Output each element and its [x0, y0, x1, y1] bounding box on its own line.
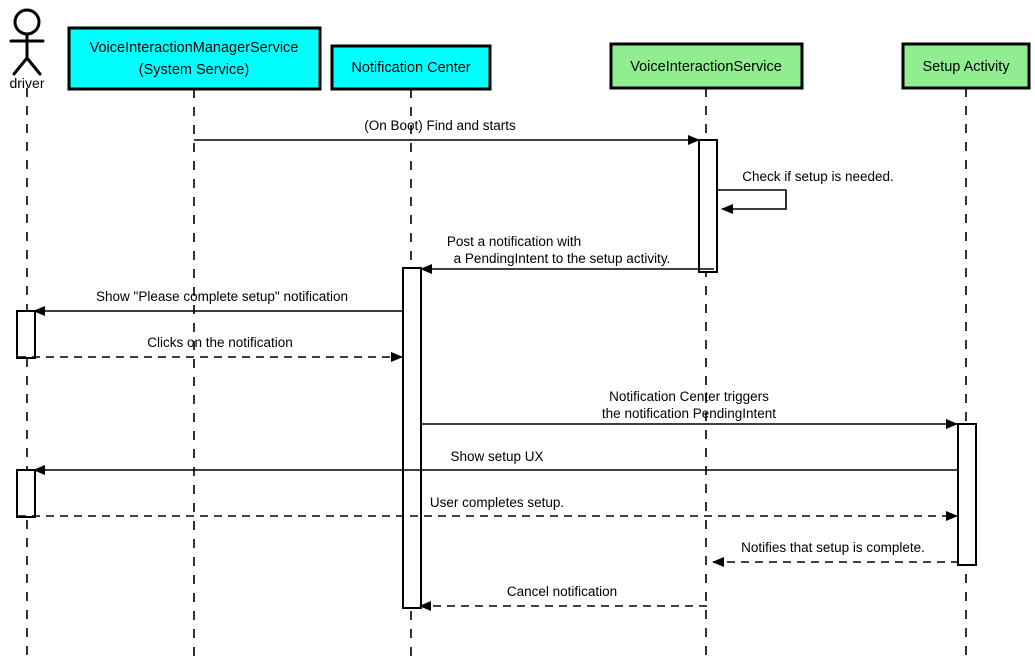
message-check-if-setup-is-needed[interactable]: Check if setup is needed. [717, 169, 894, 214]
message-notifies-that-setup-is-complete-label: Notifies that setup is complete. [741, 540, 925, 555]
message-cancel-notification[interactable]: Cancel notification [419, 584, 707, 611]
message-show-please-complete-setup-notification-label: Show "Please complete setup" notificatio… [96, 289, 348, 304]
actor-leg-left-icon [12, 56, 29, 76]
activation-bar-setup-activity [957, 423, 977, 566]
message-show-please-complete-setup-notification[interactable]: Show "Please complete setup" notificatio… [33, 289, 404, 316]
participant-box-vims[interactable]: VoiceInteractionManagerService (System S… [67, 26, 322, 91]
message-post-a-notification[interactable]: Post a notification with a PendingIntent… [420, 234, 714, 274]
activation-bar-driver-1 [16, 310, 36, 359]
message-check-if-setup-is-needed-line[interactable] [717, 189, 787, 214]
message-notification-center-triggers-pendingintent[interactable]: Notification Center triggers the notific… [420, 389, 958, 429]
participant-box-voiceinteractionservice[interactable]: VoiceInteractionService [609, 42, 804, 90]
message-on-boot-find-and-starts[interactable]: (On Boot) Find and starts [194, 118, 700, 145]
message-clicks-on-the-notification-label: Clicks on the notification [147, 335, 293, 350]
participant-boxes-layer: VoiceInteractionManagerService (System S… [67, 26, 1031, 91]
participant-box-setup-activity[interactable]: Setup Activity [901, 42, 1031, 90]
actor-driver: driver [9, 8, 45, 91]
message-notification-center-triggers-pendingintent-label-line2: the notification PendingIntent [602, 406, 776, 421]
message-check-if-setup-is-needed-label: Check if setup is needed. [742, 169, 894, 184]
participant-box-setup-activity-label: Setup Activity [922, 59, 1010, 75]
message-post-a-notification-label-line1: Post a notification with [447, 234, 581, 249]
message-notifies-that-setup-is-complete[interactable]: Notifies that setup is complete. [712, 540, 959, 567]
actor-head-icon [13, 8, 41, 36]
participant-box-vims-label-line1: VoiceInteractionManagerService [90, 40, 299, 56]
participant-box-notification-center-rect[interactable] [330, 44, 492, 91]
message-clicks-on-the-notification[interactable]: Clicks on the notification [18, 335, 403, 362]
activation-bar-voiceinteractionservice [698, 139, 718, 273]
actor-leg-right-icon [25, 56, 42, 76]
actor-driver-label: driver [9, 75, 44, 91]
activation-bar-notification-center [402, 267, 422, 609]
participant-box-notification-center-label: Notification Center [351, 60, 470, 76]
activation-bar-driver-2 [16, 469, 36, 518]
message-notification-center-triggers-pendingintent-label-line1: Notification Center triggers [609, 389, 769, 404]
message-user-completes-setup-label: User completes setup. [430, 495, 564, 510]
message-on-boot-find-and-starts-label: (On Boot) Find and starts [364, 118, 516, 133]
participant-box-setup-activity-rect[interactable] [901, 42, 1031, 90]
participant-box-vims-rect[interactable] [67, 26, 322, 91]
participant-box-voiceinteractionservice-label: VoiceInteractionService [630, 59, 782, 75]
participant-box-vims-label-line2: (System Service) [139, 62, 249, 78]
participant-box-voiceinteractionservice-rect[interactable] [609, 42, 804, 90]
message-show-setup-ux-label: Show setup UX [450, 449, 543, 464]
activation-bars-layer [16, 139, 977, 609]
message-cancel-notification-label: Cancel notification [507, 584, 617, 599]
message-post-a-notification-label-line2: a PendingIntent to the setup activity. [454, 251, 671, 266]
messages-layer: (On Boot) Find and starts Check if setup… [18, 118, 959, 611]
message-user-completes-setup[interactable]: User completes setup. [18, 495, 958, 521]
participant-box-notification-center[interactable]: Notification Center [330, 44, 492, 91]
message-show-setup-ux[interactable]: Show setup UX [33, 449, 959, 475]
